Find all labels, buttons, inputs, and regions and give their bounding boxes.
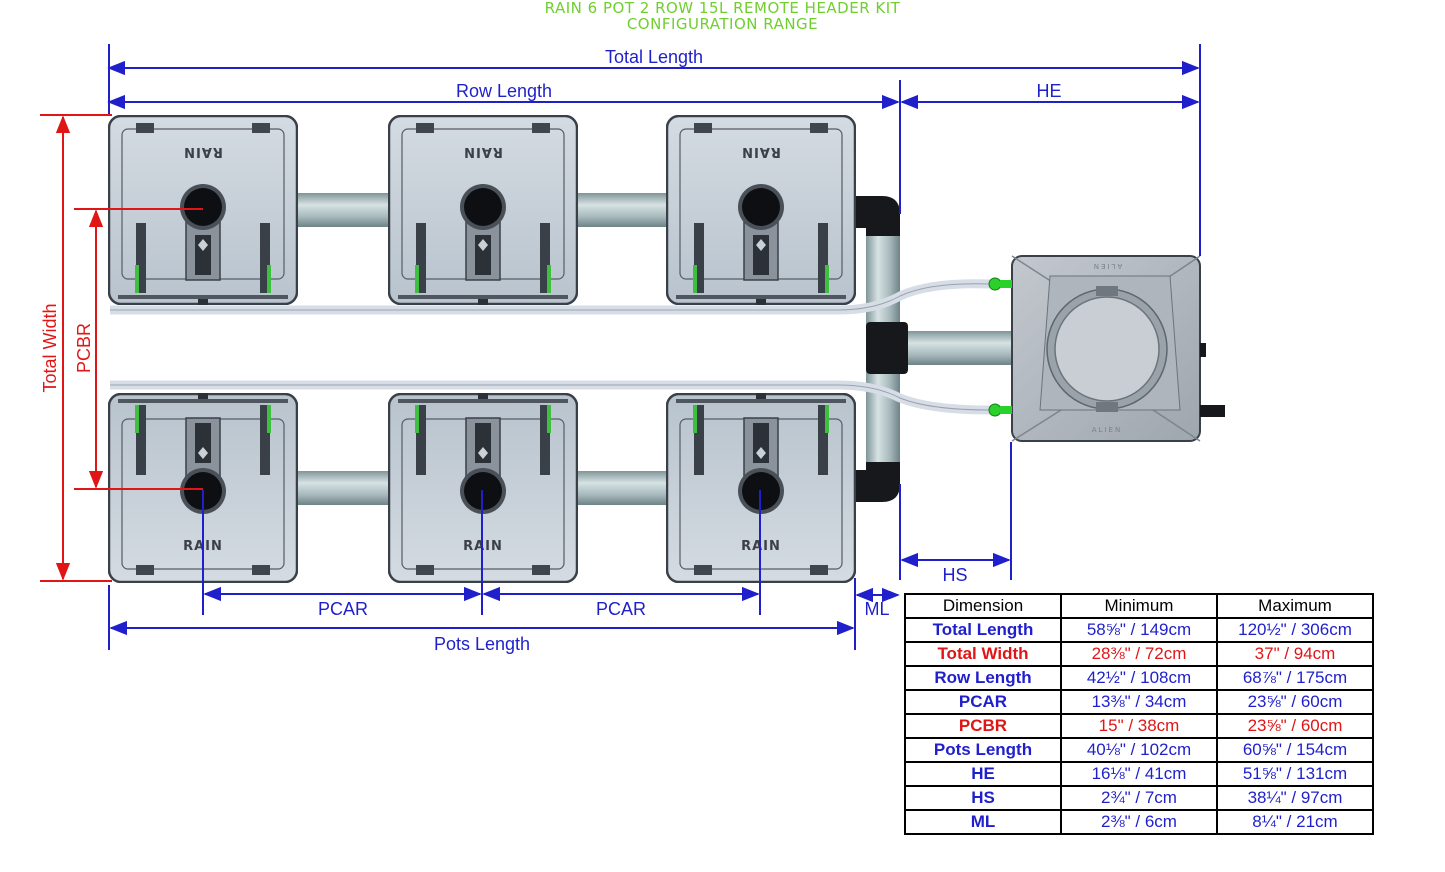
header-logo-top: ALIEN [1092,262,1122,270]
label-total-length: Total Length [605,47,703,67]
pot-logo-top-1: RAIN [183,144,223,159]
pipe-row-top-1 [295,193,390,227]
header-tank: ALIEN ALIEN [988,255,1225,442]
row-maximum: 23⅝" / 60cm [1216,713,1374,739]
label-pots-length: Pots Length [434,634,530,654]
row-minimum: 28⅜" / 72cm [1060,641,1218,667]
row-minimum: 58⅝" / 149cm [1060,617,1218,643]
row-maximum: 68⅞" / 175cm [1216,665,1374,691]
row-minimum: 2⅜" / 6cm [1060,809,1218,835]
label-pcar-2: PCAR [596,599,646,619]
row-maximum: 60⅝" / 154cm [1216,737,1374,763]
label-total-width: Total Width [40,303,60,392]
row-minimum: 2¾" / 7cm [1060,785,1218,811]
row-minimum: 40⅛" / 102cm [1060,737,1218,763]
header-maximum: Maximum [1216,593,1374,619]
row-maximum: 51⅝" / 131cm [1216,761,1374,787]
pipe-row-top-2 [574,193,669,227]
tee-fitting [866,322,908,374]
elbow-top [853,196,900,236]
row-minimum: 16⅛" / 41cm [1060,761,1218,787]
label-he: HE [1036,81,1061,101]
row-dimension-name: Row Length [904,665,1062,691]
label-hs: HS [942,565,967,585]
pipe-row-bottom-1 [295,471,390,505]
red-dimension-lines [40,114,203,582]
row-dimension-name: PCAR [904,689,1062,715]
header-logo-bottom: ALIEN [1092,426,1122,434]
row-maximum: 37" / 94cm [1216,641,1374,667]
header-feed-pipe [905,331,1013,365]
table-header-row: Dimension Minimum Maximum [904,593,1374,619]
diagram-title: RAIN 6 POT 2 ROW 15L REMOTE HEADER KIT C… [0,0,1445,32]
header-dimension: Dimension [904,593,1062,619]
blue-dimension-lines [107,44,1201,650]
label-row-length: Row Length [456,81,552,101]
row-dimension-name: HS [904,785,1062,811]
title-line-1: RAIN 6 POT 2 ROW 15L REMOTE HEADER KIT [544,0,901,17]
pipe-row-bottom-2 [574,471,669,505]
row-dimension-name: Pots Length [904,737,1062,763]
row-maximum: 38¼" / 97cm [1216,785,1374,811]
row-maximum: 8¼" / 21cm [1216,809,1374,835]
row-minimum: 42½" / 108cm [1060,665,1218,691]
label-ml: ML [864,599,889,619]
row-minimum: 15" / 38cm [1060,713,1218,739]
label-pcar-1: PCAR [318,599,368,619]
row-minimum: 13⅜" / 34cm [1060,689,1218,715]
row-dimension-name: ML [904,809,1062,835]
row-dimension-name: Total Width [904,641,1062,667]
row-maximum: 23⅝" / 60cm [1216,689,1374,715]
row-dimension-name: Total Length [904,617,1062,643]
pot-logo-top-3: RAIN [741,144,781,159]
elbow-bottom [853,462,900,502]
header-minimum: Minimum [1060,593,1218,619]
row-dimension-name: HE [904,761,1062,787]
pot-logo-top-2: RAIN [463,144,503,159]
row-maximum: 120½" / 306cm [1216,617,1374,643]
title-line-2: CONFIGURATION RANGE [626,15,819,33]
label-pcbr: PCBR [74,323,94,373]
row-dimension-name: PCBR [904,713,1062,739]
